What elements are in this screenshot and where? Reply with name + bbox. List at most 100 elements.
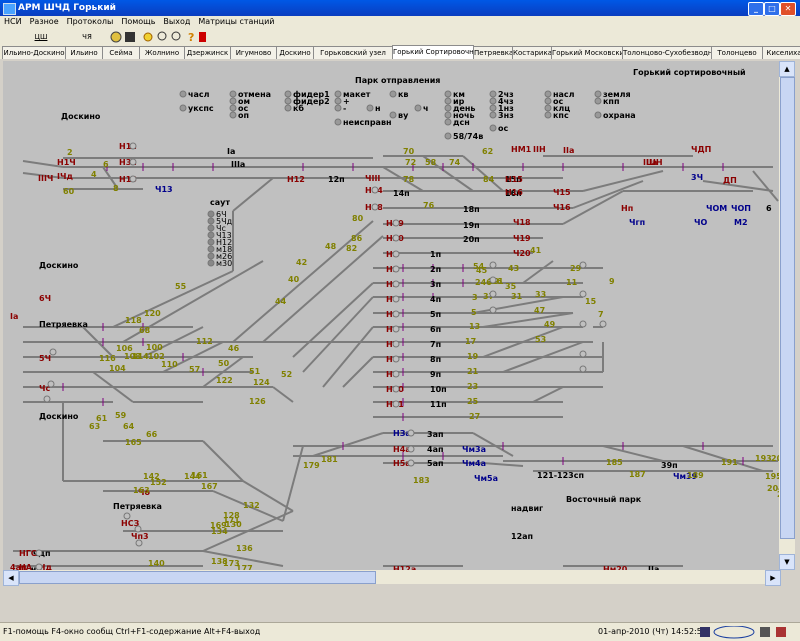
signal-label: Н15 [505,175,523,184]
scroll-down-button[interactable]: ▼ [779,554,795,570]
track-label: 15п [505,175,522,184]
track-label: 39п [661,461,678,470]
track-number: 15 [585,297,597,306]
indicator-lamp [334,118,342,126]
indicator-label: ос [238,104,248,113]
track-number: 193 [755,454,772,463]
horizontal-scroll-thumb[interactable] [19,571,376,584]
signal-lamp [392,400,400,408]
toolbar-cs-button[interactable]: ЦШ [34,33,48,41]
signal-label: IЧд [57,172,73,181]
track-number: 203 [771,454,779,463]
track-number: 165 [125,438,142,447]
signal-label: Н7 [386,340,398,349]
track-number: 86 [351,234,363,243]
tab-13[interactable]: Толонцево [711,46,763,59]
menu-nsi[interactable]: НСИ [4,17,22,26]
signal-lamp [49,348,57,356]
indicator-label: дсн [453,118,470,127]
horizontal-scrollbar[interactable]: ◀ ▶ [3,570,781,586]
sun-icon[interactable] [143,32,153,42]
track-number: 45 [476,266,488,275]
scroll-right-button[interactable]: ▶ [765,570,781,586]
close-button[interactable]: ✕ [780,2,796,16]
track-number: 63 [89,422,100,431]
zoom-out-icon[interactable] [171,31,181,41]
signal-label: Н1Ч [57,158,76,167]
scroll-left-button[interactable]: ◀ [3,570,19,586]
tab-9[interactable]: Петряевка [473,46,513,59]
tab-1[interactable]: Ильино [65,46,103,59]
tab-10[interactable]: Костарика [512,46,552,59]
signal-lamp [35,563,43,570]
zoom-in-icon[interactable] [157,31,167,41]
signal-label: НСЗ [121,519,140,528]
tab-7[interactable]: Горьковский узел [313,46,393,59]
tab-6[interactable]: Доскино [276,46,314,59]
dkm-icon[interactable] [125,32,135,42]
track-number: 169 [210,521,227,530]
track-number: 54 [473,262,485,271]
signal-label: ЧОП [731,204,751,213]
track-number: 76 [423,201,435,210]
track-label: 11п [430,400,447,409]
track-number: 55 [175,282,187,291]
indicator-label: кв [398,90,409,99]
indicator-label: охрана [603,111,636,120]
signal-label: ЧО [694,218,707,227]
brand-logo-icon [713,626,755,639]
indicator-lamp [594,111,602,119]
status-datetime: 01-апр-2010 (Чт) 14:52:53 [598,627,707,636]
menu-exit[interactable]: Выход [163,17,191,26]
tab-4[interactable]: Дзержинск [184,46,231,59]
signal-label: НМ1 [511,145,532,154]
vertical-scroll-thumb[interactable] [780,77,795,539]
signal-label: Н3а [119,158,137,167]
track-number: 23 [467,382,478,391]
maximize-button[interactable]: □ [764,2,780,16]
signal-label: Нм20 [603,565,628,570]
signal-label: Ч13 [155,185,173,194]
tab-14[interactable]: Киселиха [762,46,800,59]
indicator-label: кпс [553,111,569,120]
menu-help[interactable]: Помощь [121,17,156,26]
minimize-button[interactable]: _ [748,2,764,16]
indicator-label: н [375,104,381,113]
track-label: 20п [463,235,480,244]
track-label: 12п [328,175,345,184]
tab-8[interactable]: Горький Сортировочный [392,45,484,59]
exit-icon[interactable] [199,32,206,42]
track-label: 3п [430,280,441,289]
track-number: 110 [161,360,178,369]
vertical-scrollbar[interactable]: ▲ ▼ [779,61,795,570]
track-number: 43 [508,264,519,273]
clock-icon[interactable] [110,31,122,43]
track-number: 74 [449,158,461,167]
track-number: 6 [103,160,109,169]
tab-12[interactable]: Толонцово-Сухобезводное [622,46,721,59]
signal-label: IIIа [643,158,657,167]
track-number: 140 [148,559,165,568]
track-number: 7 [598,310,604,319]
track-number: 40 [288,275,300,284]
tab-3[interactable]: Жолнино [139,46,185,59]
tab-2[interactable]: Сейма [102,46,140,59]
track-number: 118 [125,316,142,325]
signal-lamp [392,265,400,273]
scroll-up-button[interactable]: ▲ [779,61,795,77]
tab-5[interactable]: Игумново [230,46,277,59]
tab-11[interactable]: Горький Московский [551,46,629,59]
tab-0[interactable]: Ильино-Доскино [2,46,66,59]
signal-label: Ч16 [553,203,571,212]
signal-lamp [489,290,497,298]
menu-misc[interactable]: Разное [29,17,59,26]
indicator-label: ом [238,97,250,106]
toolbar-cy-button[interactable]: ЧЯ [82,33,92,41]
menu-protocols[interactable]: Протоколы [66,17,114,26]
help-icon[interactable]: ? [188,31,194,44]
indicator-lamp [179,90,187,98]
track-number: 8 [113,184,119,193]
menu-matrices[interactable]: Матрицы станций [198,17,275,26]
